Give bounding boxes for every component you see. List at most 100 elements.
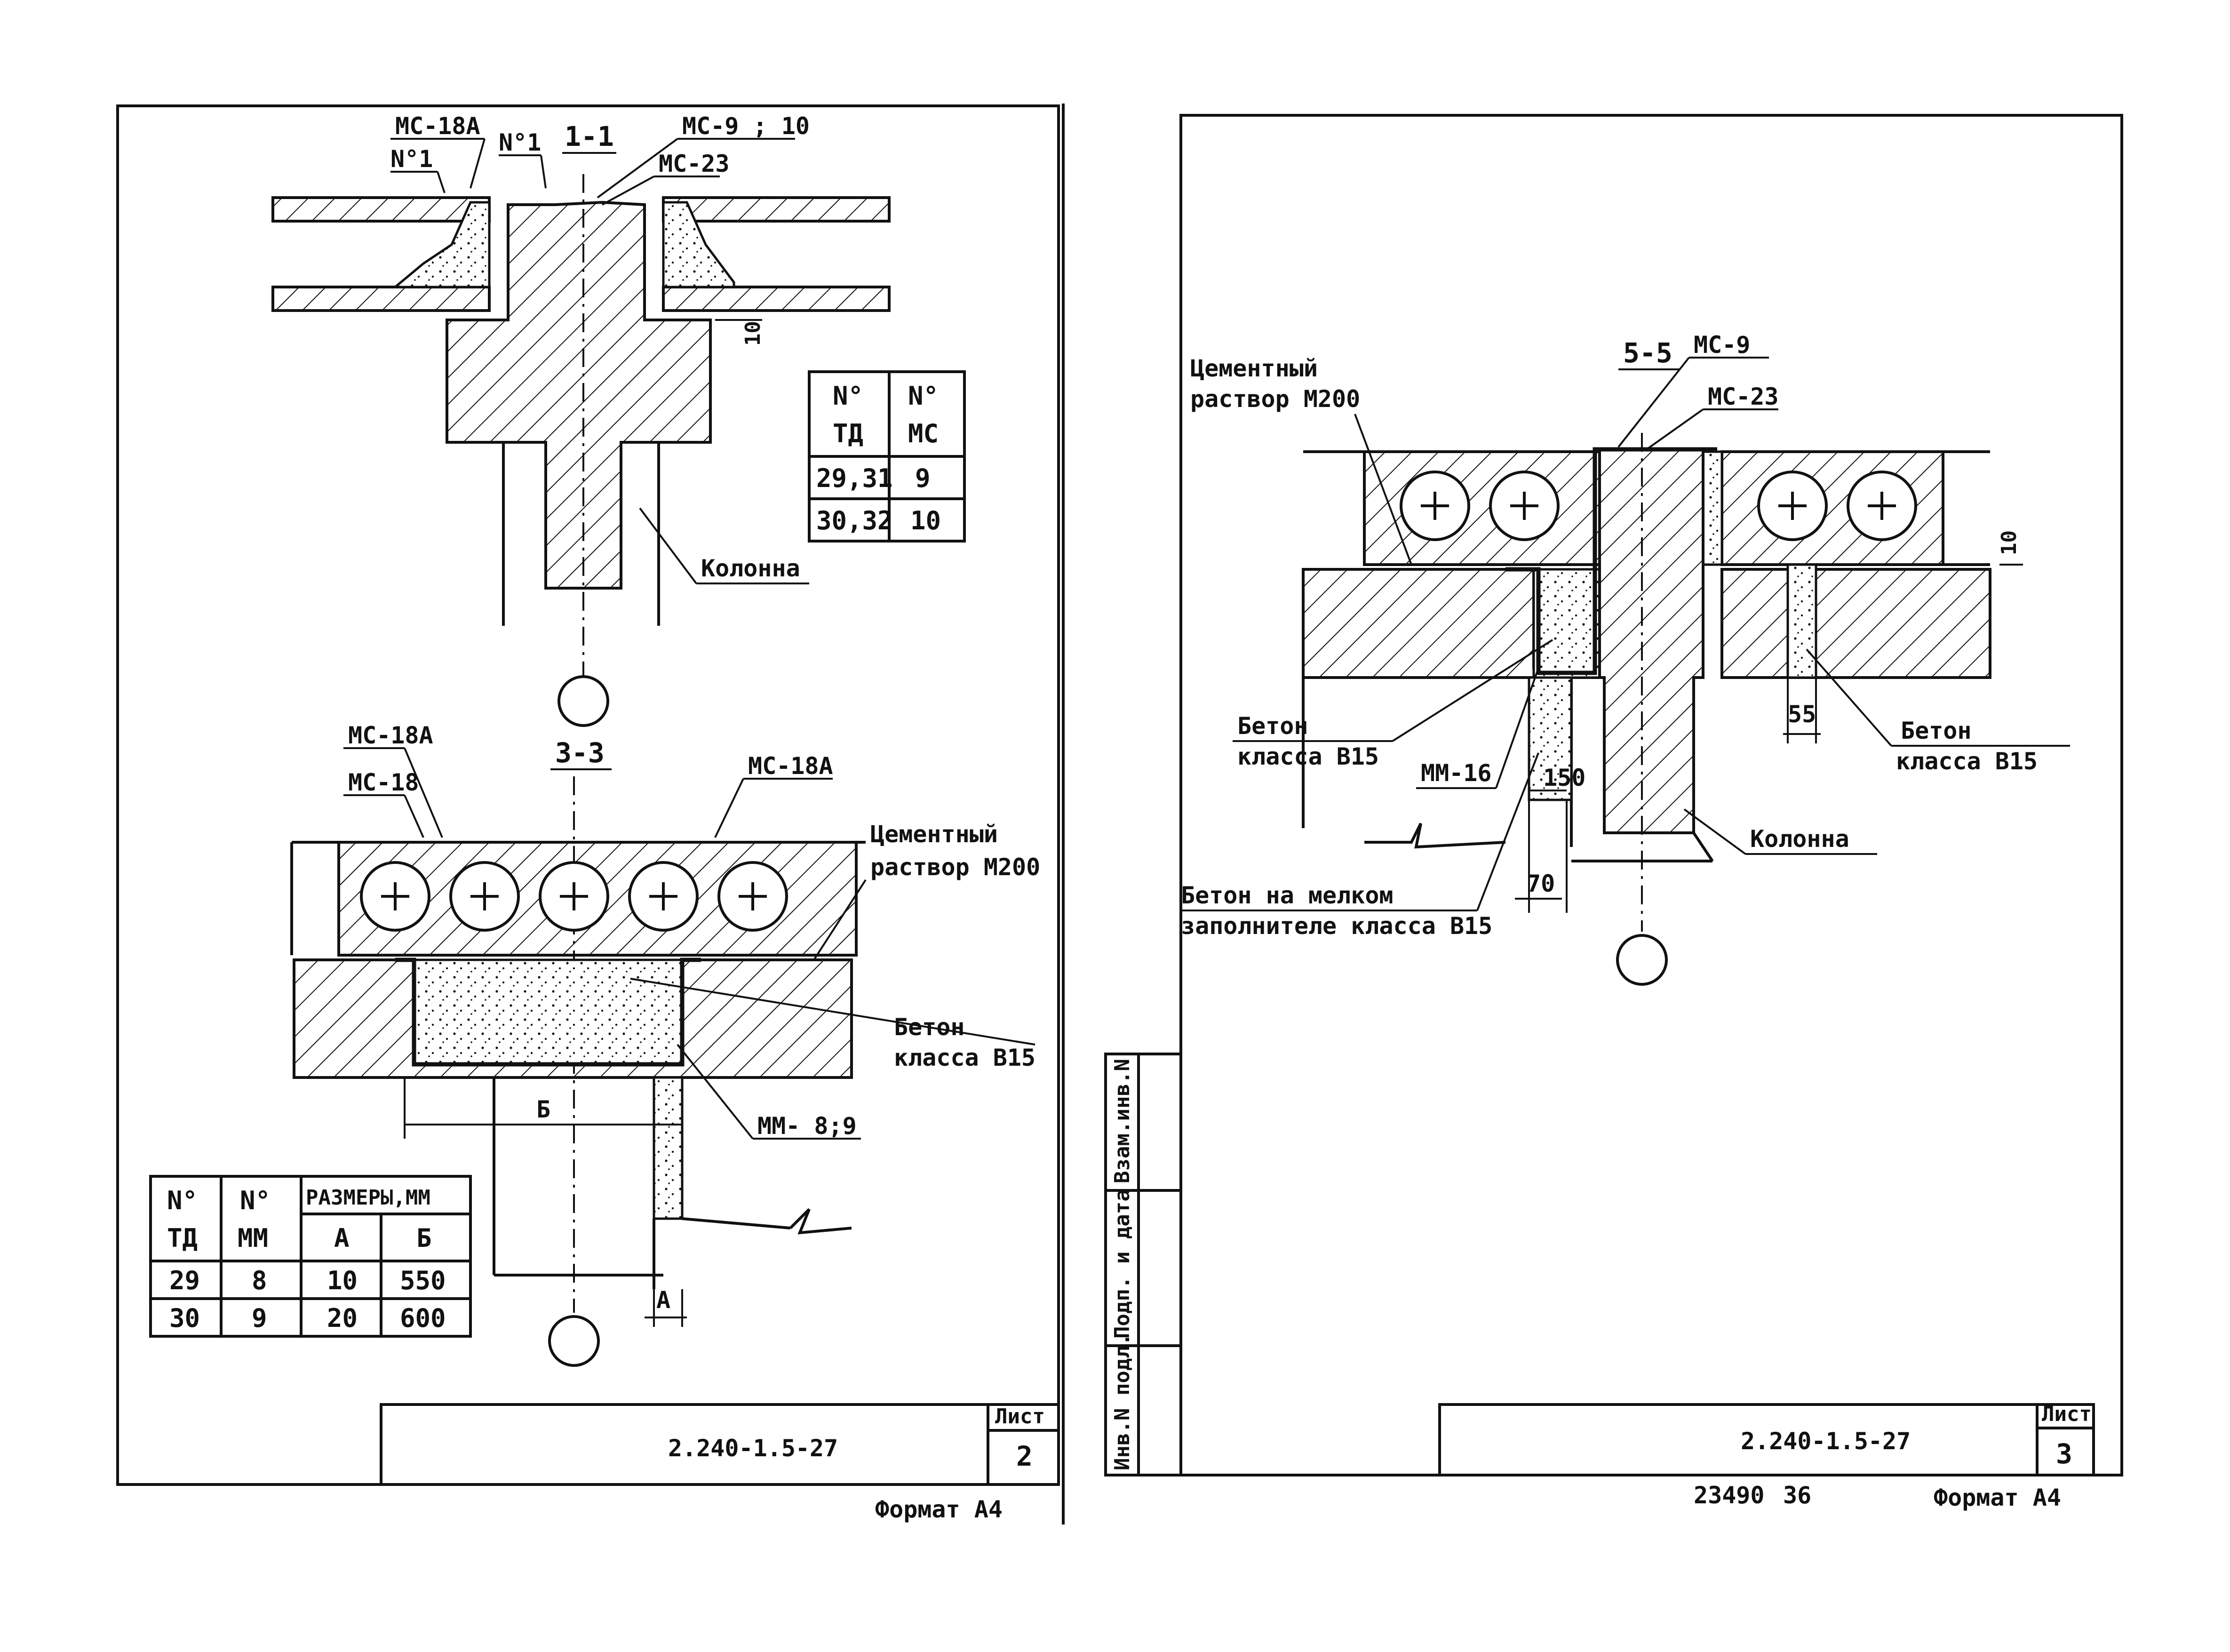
section-title-1-1: 1-1 bbox=[565, 120, 614, 152]
dim-10-text: 10 bbox=[741, 321, 765, 346]
dim-a-text: А bbox=[656, 1286, 670, 1314]
stamp-list-no-right: 3 bbox=[2056, 1438, 2072, 1470]
table2-header-mm-no: N° bbox=[240, 1186, 271, 1215]
hollow-slab-left-5-5 bbox=[1363, 450, 1601, 566]
format-right: Формат А4 bbox=[1934, 1484, 2061, 1511]
slab-left-top bbox=[271, 196, 491, 223]
table1-header-td: ТД bbox=[833, 419, 863, 448]
crossbar-5-5-right bbox=[1720, 568, 1991, 679]
leader-mm16-2 bbox=[1495, 668, 1539, 789]
slab-right-bottom bbox=[662, 286, 891, 312]
table-td-mc: N° ТД N° МС 29,31 9 30,32 10 bbox=[808, 370, 966, 543]
dim-70-text: 70 bbox=[1527, 870, 1555, 897]
table2-header-td-no: N° bbox=[167, 1186, 198, 1215]
slab-void-crosses-5-5 bbox=[1421, 492, 1896, 520]
label-ms23-right: МС-23 bbox=[1708, 383, 1779, 410]
stamp-code-left: 2.240-1.5-27 bbox=[668, 1435, 838, 1462]
leader-ms23-left-2 bbox=[602, 176, 654, 206]
leader-fine-concrete-2 bbox=[1476, 752, 1539, 911]
column-5-5 bbox=[1598, 448, 1704, 834]
label-beton-left-2: класса В15 bbox=[894, 1044, 1035, 1071]
leader-beton-right-left-2 bbox=[1392, 639, 1553, 742]
table2-row2-a: 20 bbox=[327, 1303, 358, 1333]
title-block-right: 2.240-1.5-27 Лист 3 23490 36 Формат А4 bbox=[1438, 1402, 2095, 1511]
label-beton-right-r1: Бетон bbox=[1901, 717, 1972, 744]
dim-150-text: 150 bbox=[1543, 764, 1585, 791]
section-5-5: 5-5 bbox=[1181, 331, 2070, 986]
stamp-list-label-right: Лист bbox=[2042, 1402, 2092, 1426]
table1-row1-td: 29,31 bbox=[816, 463, 893, 493]
side-stamp: Инв.N подл. Подп. и дата Взам.инв.N bbox=[1104, 1053, 1182, 1476]
slab-right-top bbox=[662, 196, 891, 223]
table2-header-b: Б bbox=[416, 1223, 432, 1253]
axis-marker-1 bbox=[558, 675, 609, 727]
table1-header-td-no: N° bbox=[833, 381, 863, 411]
label-ms18: МС-18 bbox=[348, 769, 419, 796]
label-mm89: ММ- 8;9 bbox=[757, 1112, 857, 1140]
label-cement-left-1: Цементный bbox=[870, 821, 998, 848]
side-stamp-sign: Подп. и дата bbox=[1110, 1189, 1134, 1339]
leader-ms9-10-2 bbox=[597, 138, 678, 199]
archive-no: 23490 bbox=[1694, 1482, 1765, 1509]
mortar-fill-right bbox=[662, 201, 735, 288]
leader-beton-right-r-2 bbox=[1806, 648, 1892, 747]
dim-b-text: Б bbox=[536, 1096, 550, 1123]
label-ms18a-33-left: МС-18А bbox=[348, 722, 433, 749]
section-title-5-5: 5-5 bbox=[1623, 337, 1672, 369]
slab-left-bottom bbox=[271, 286, 491, 312]
concrete-infill-3-3 bbox=[413, 958, 684, 1065]
concrete-infill-5-5 bbox=[1532, 568, 1601, 679]
axis-marker-5 bbox=[1616, 934, 1668, 986]
table2-row1-td: 29 bbox=[169, 1266, 200, 1295]
label-ms23-left: МС-23 bbox=[659, 150, 730, 177]
leader-mm89-2 bbox=[677, 1044, 754, 1140]
table2-row1-a: 10 bbox=[327, 1266, 358, 1295]
section-title-3-3: 3-3 bbox=[555, 737, 605, 769]
break-symbol-3-3 bbox=[789, 1208, 852, 1235]
column-5-5-gap bbox=[1528, 676, 1573, 801]
table2-row2-td: 30 bbox=[169, 1303, 200, 1333]
section-3-3: 3-3 bbox=[290, 722, 1040, 1367]
table-td-mm-sizes: N° ТД N° ММ РАЗМЕРЫ,ММ А Б 29 8 10 550 3… bbox=[149, 1175, 472, 1338]
table2-header-td: ТД bbox=[167, 1223, 198, 1253]
table1-header-mc: МС bbox=[908, 419, 939, 448]
break-symbol-5-5 bbox=[1364, 822, 1506, 849]
label-beton-right-left-1: Бетон bbox=[1237, 712, 1308, 740]
label-fine-concrete-1: Бетон на мелком bbox=[1181, 882, 1394, 909]
stamp-code-right: 2.240-1.5-27 bbox=[1741, 1428, 1911, 1455]
joint-55-infill bbox=[1786, 563, 1817, 679]
stamp-list-label-left: Лист bbox=[995, 1405, 1045, 1429]
leader-cement-right bbox=[1354, 414, 1412, 565]
table2-header-mm: ММ bbox=[238, 1223, 268, 1253]
table2-row2-b: 600 bbox=[400, 1303, 446, 1333]
label-kolonna-right: Колонна bbox=[1750, 825, 1849, 853]
archive-sheet: 36 bbox=[1783, 1482, 1811, 1509]
axis-marker-3 bbox=[548, 1315, 600, 1367]
sheet-left: 10 МС-18А N°1 N°1 1-1 МС-9 ; 10 МС-23 Ко… bbox=[116, 104, 1065, 1524]
column-3-3-break bbox=[682, 1217, 791, 1229]
format-left: Формат А4 bbox=[875, 1496, 1003, 1523]
column-3-3-gap bbox=[653, 1076, 684, 1220]
slab-void-crosses bbox=[381, 882, 767, 910]
dim-55-text: 55 bbox=[1788, 701, 1816, 728]
column-head bbox=[446, 200, 712, 590]
leader-ms18-2 bbox=[404, 795, 424, 838]
dim-10-right-text: 10 bbox=[1997, 530, 2021, 555]
section-1-1: 10 МС-18А N°1 N°1 1-1 МС-9 ; 10 МС-23 Ко… bbox=[271, 112, 891, 727]
leader-kolonna-left-2 bbox=[639, 507, 697, 584]
leader-n1-mid-2 bbox=[540, 155, 547, 189]
label-ms18a-top: МС-18А bbox=[395, 112, 480, 140]
label-fine-concrete-2: заполнителе класса В15 bbox=[1181, 912, 1492, 940]
table2-header-a: А bbox=[334, 1223, 350, 1253]
label-mm16: ММ-16 bbox=[1421, 759, 1492, 787]
leader-ms18a-33-right-2 bbox=[714, 778, 744, 838]
leader-ms23-right-2 bbox=[1646, 408, 1704, 450]
label-ms9-10: МС-9 ; 10 bbox=[682, 112, 810, 140]
table2-row1-b: 550 bbox=[400, 1266, 446, 1295]
label-ms18a-33-right: МС-18А bbox=[748, 752, 833, 780]
column-5-5-right bbox=[1692, 832, 1714, 862]
leader-kolonna-right-2 bbox=[1683, 808, 1746, 855]
table1-row2-mc: 10 bbox=[910, 506, 941, 535]
table2-header-sizes: РАЗМЕРЫ,ММ bbox=[306, 1186, 430, 1210]
